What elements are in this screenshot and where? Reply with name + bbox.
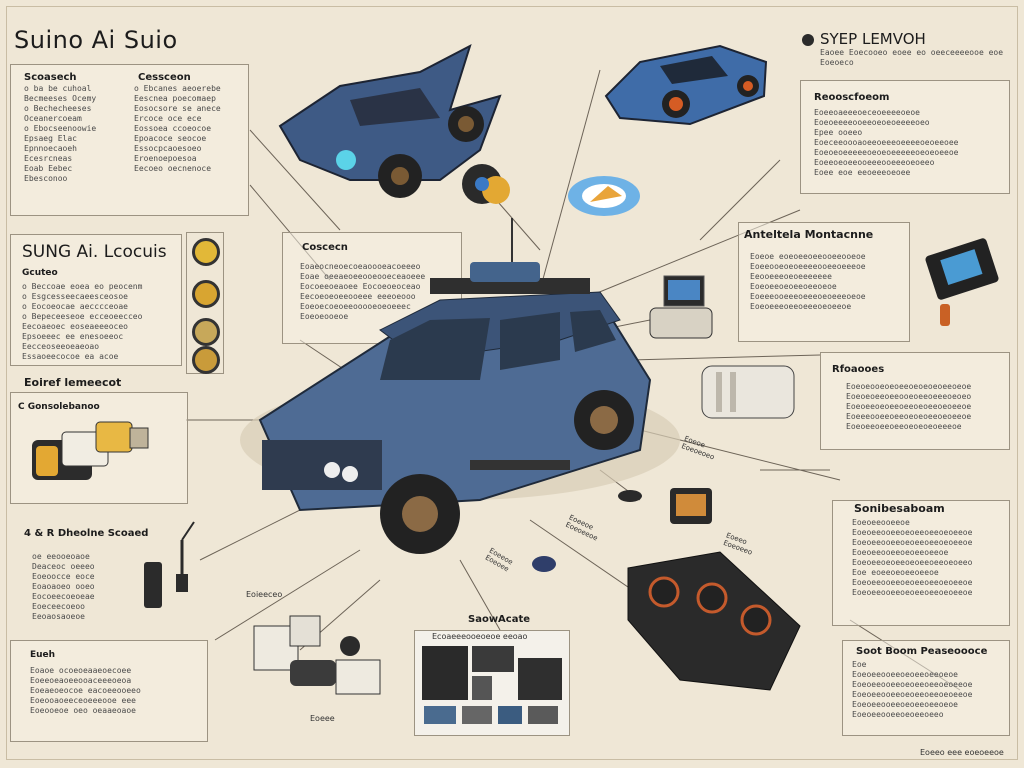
info-panel-bottom-left — [10, 640, 208, 742]
panel-heading: Rfoaooes — [832, 364, 885, 375]
panel-subheading: C Gonsolebanoo — [18, 402, 100, 412]
caption-label: Eoeee — [310, 714, 335, 723]
main-title: Suino Ai Suio — [14, 26, 178, 54]
panel-text: Eoeoeooeoeoeeoeoeoeoeeoeoe Eoeoeoeeoeeoo… — [846, 382, 972, 431]
light-icon — [192, 346, 220, 374]
bullet-icon — [802, 34, 814, 46]
info-panel-right-a — [800, 80, 1010, 194]
panel-heading: Cessceon — [138, 72, 191, 83]
camera-icon — [192, 280, 220, 308]
panel-heading: 4 & R Dheolne Scoaed — [24, 528, 149, 539]
panel-text: Eoe Eoeoeeooeeoeoeeoeeoeoe Eoeoeeooeeoeo… — [852, 660, 973, 719]
panel-heading: SaowAcate — [468, 614, 531, 625]
panel-text: Eoeeoaeeeoeceoeeeeoeoe Eoeoeeeeooeeoeoeo… — [814, 108, 959, 177]
panel-subheading: Gcuteo — [22, 268, 58, 278]
panel-text: o Ebcanes aeoerebe Eescnea poecomaep Eos… — [134, 84, 221, 173]
panel-heading: Coscecn — [302, 242, 348, 253]
panel-heading: Eueh — [30, 650, 56, 660]
panel-text: o ba be cuhoal Becmeeses Ocemy o Bechech… — [24, 84, 97, 183]
info-panel-right-e — [842, 640, 1010, 736]
info-panel-right-d — [832, 500, 1010, 626]
screen-caption: Ecoaeeeooeoeoe eeoao — [432, 632, 528, 641]
panel-heading: SUNG Ai. Lcocuis — [22, 242, 167, 262]
lens-icon — [192, 318, 220, 346]
sensor-icon — [192, 238, 220, 266]
page-frame — [6, 6, 1018, 760]
panel-heading: Sonibesaboam — [854, 502, 945, 515]
panel-text: Eoaeocneoecoeaoooeacoeeeo Eoae oeeaeoeeo… — [300, 262, 426, 321]
info-panel-left-mid — [10, 234, 182, 366]
panel-heading: Soot Boom Peaseoooce — [856, 646, 988, 657]
panel-text: Eoaoe ocoeoeaaeoecoee Eoeeoeaoeeooaceeeo… — [30, 666, 141, 715]
panel-text: oe eeooeoaoe Deaceoc oeeeo Eoeoocce eoce… — [32, 552, 95, 621]
caption-label: Eoieeceo — [246, 590, 283, 599]
info-panel-right-c — [820, 352, 1010, 450]
panel-heading: Anteltela Montacnne — [744, 228, 874, 241]
panel-text: Eoeoeeooeeoe Eoeoeeooeeoeoeeoeeoeoeeoe E… — [852, 518, 973, 597]
info-panel-top-left — [10, 64, 249, 216]
panel-text: Eaoee Eoecooeo eoee eo oeeceeeeooe eoe E… — [820, 48, 1004, 67]
panel-heading: SYEP LEMVOH — [820, 30, 926, 48]
panel-text: Eoeoe eoeoeeoeeooeeooeoe Eoeeooeoeoeeeeo… — [750, 252, 866, 311]
panel-heading: Reooscfoeom — [814, 92, 890, 103]
info-panel-right-b — [738, 222, 910, 342]
panel-heading: Scoasech — [24, 72, 77, 83]
panel-heading: Eoiref lemeecot — [24, 376, 122, 389]
panel-text: o Beccoae eoea eo peocenm o Esgcesseecae… — [22, 282, 143, 361]
signature-label: Eoeeo eee eoeoeeoe — [920, 748, 1004, 757]
